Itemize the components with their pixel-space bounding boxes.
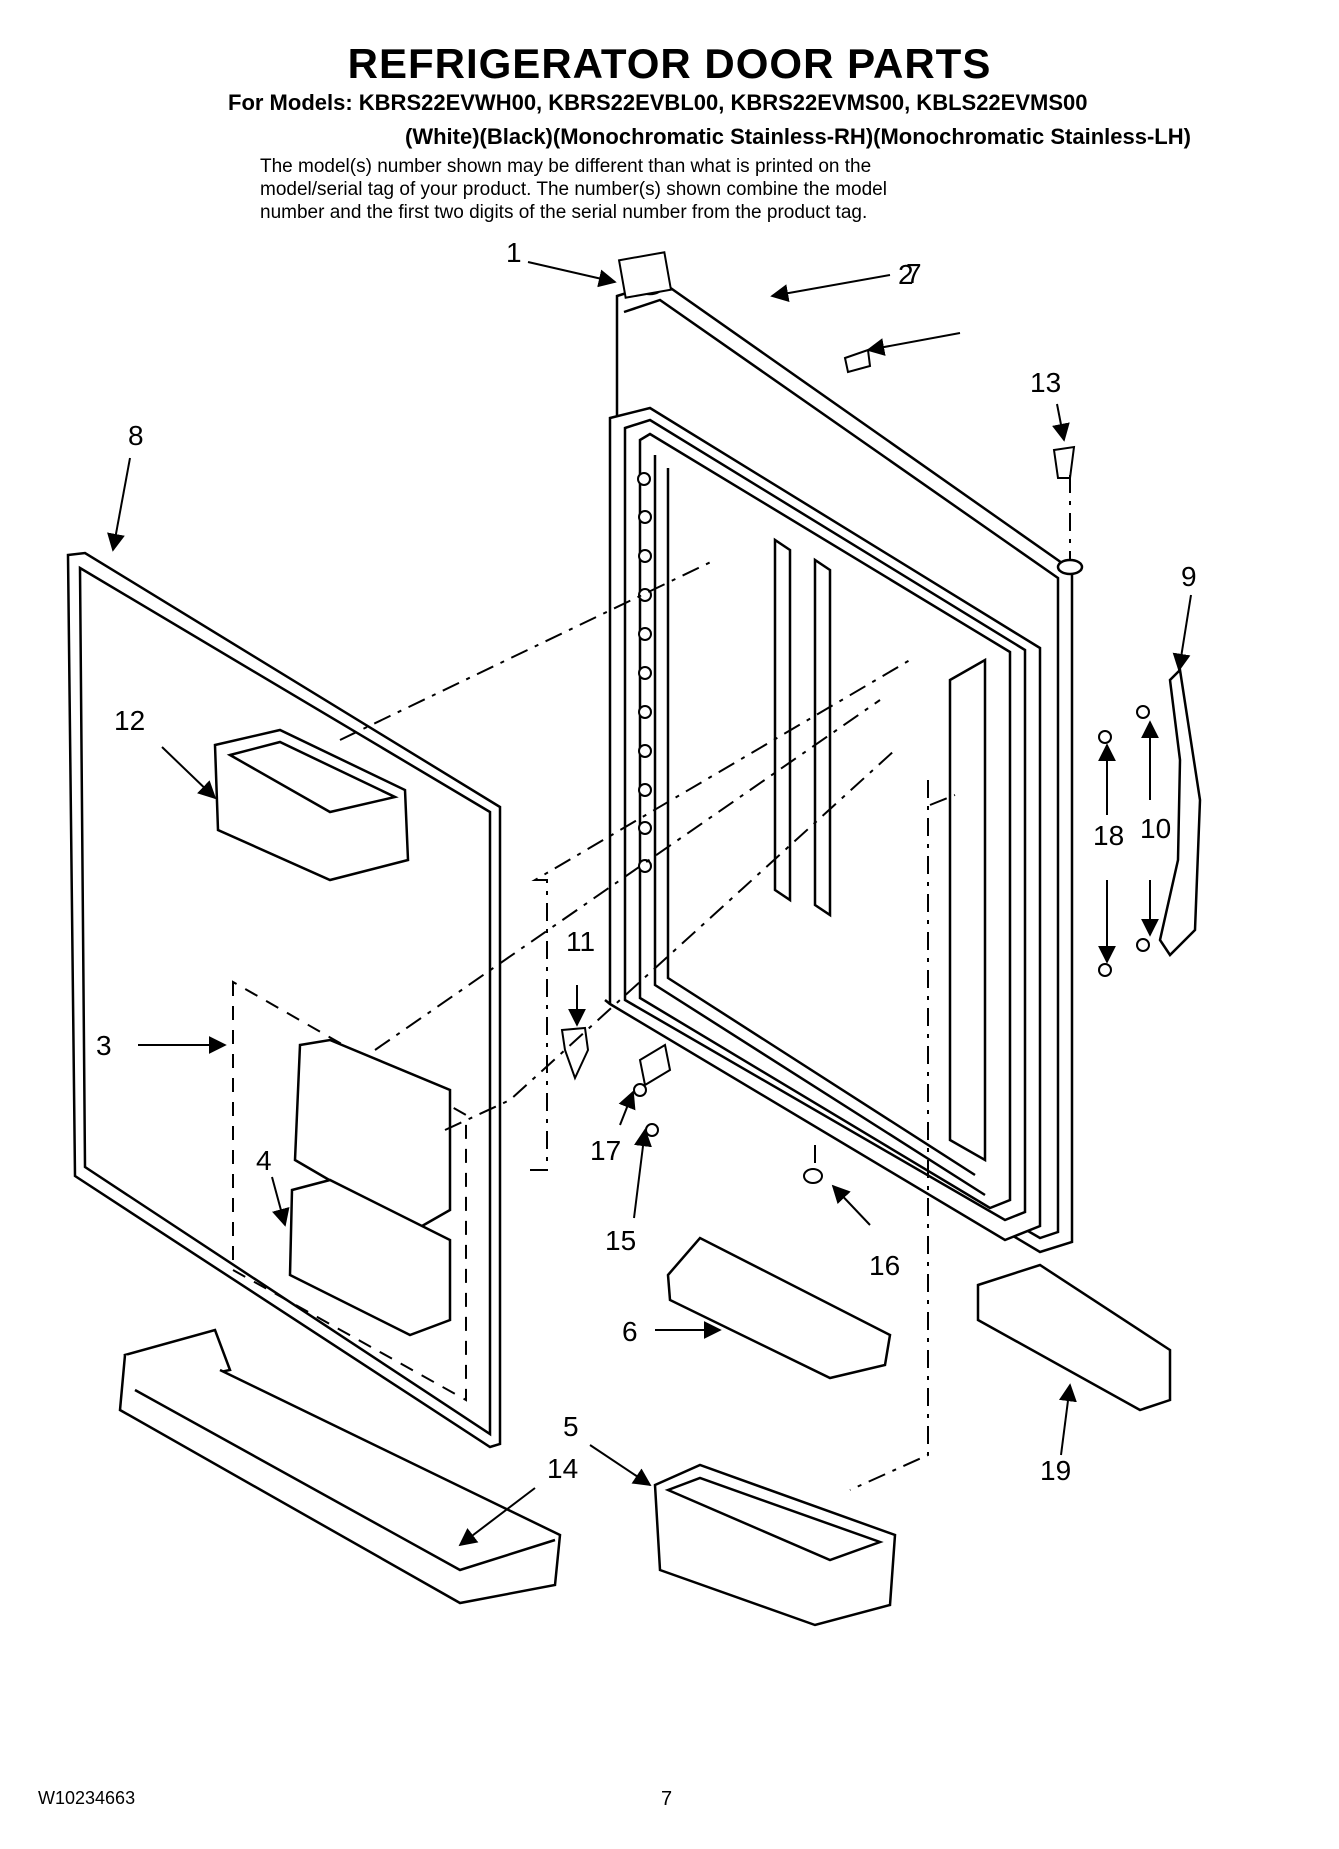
small-door-bin	[653, 1463, 897, 1627]
callout-4: 4	[256, 1145, 272, 1176]
callout-2: 2	[898, 259, 914, 290]
callout-11: 11	[566, 926, 595, 957]
callout-9: 9	[1181, 561, 1197, 592]
model-note: The model(s) number shown may be differe…	[260, 155, 1080, 224]
page-title: REFRIGERATOR DOOR PARTS	[347, 40, 992, 87]
lower-door-bin	[118, 1328, 562, 1605]
upper-door-bin	[213, 728, 410, 882]
note-line: The model(s) number shown may be differe…	[260, 156, 872, 177]
callout-19: 19	[1040, 1455, 1071, 1486]
assembly-lines	[339, 475, 1071, 1491]
callout-7: 7	[906, 258, 922, 289]
callout-3: 3	[96, 1030, 112, 1061]
egg-tray	[976, 1263, 1172, 1412]
callout-1: 1	[506, 237, 522, 268]
door-bin-supports	[637, 472, 652, 873]
document-number: W10234663	[38, 1788, 136, 1808]
callout-5: 5	[563, 1411, 579, 1442]
callout-14: 14	[547, 1453, 578, 1484]
callout-8: 8	[128, 420, 144, 451]
callout-17: 17	[590, 1135, 621, 1166]
door-handle	[1158, 667, 1202, 957]
callout-10: 10	[1140, 813, 1171, 844]
callout-arrows	[107, 261, 1192, 1547]
page-number: 7	[661, 1788, 673, 1810]
callout-18: 18	[1093, 820, 1124, 851]
callout-6: 6	[622, 1316, 638, 1347]
callout-16: 16	[869, 1250, 900, 1281]
callout-12: 12	[114, 705, 145, 736]
callout-15: 15	[605, 1225, 636, 1256]
note-line: model/serial tag of your product. The nu…	[260, 179, 887, 200]
note-line: number and the first two digits of the s…	[260, 202, 868, 223]
door-frame	[604, 280, 1074, 1254]
dairy-compartment	[232, 980, 467, 1402]
model-variants: (White)(Black)(Monochromatic Stainless-R…	[405, 124, 1191, 149]
callout-13: 13	[1030, 367, 1061, 398]
door-tray	[666, 1236, 892, 1380]
model-list: For Models: KBRS22EVWH00, KBRS22EVBL00, …	[228, 90, 1088, 115]
